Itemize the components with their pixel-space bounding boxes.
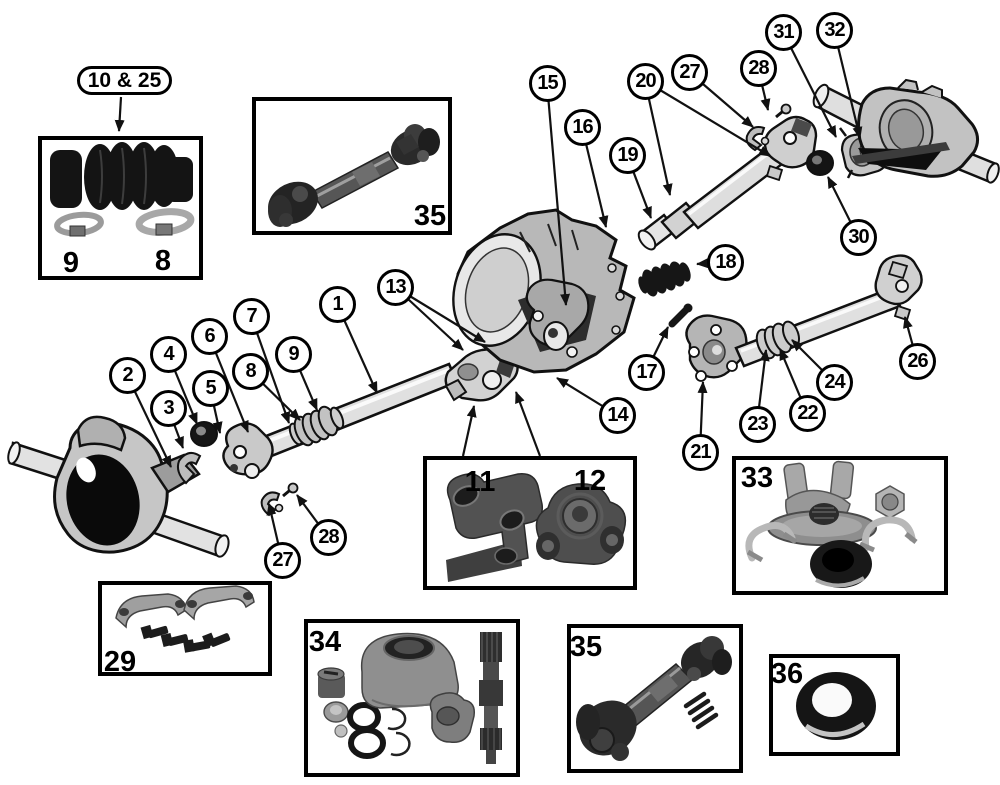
flange-bolt-illustration [668, 303, 693, 328]
output-shaft-kit-illustration [317, 632, 503, 764]
label-box-35-bottom: 35 [569, 631, 603, 663]
inset-pinion-yoke-kit-box [732, 456, 948, 595]
callout-10-and-25: 10 & 25 [77, 66, 172, 95]
inset-driveshaft-top-box [252, 97, 452, 235]
callout-15: 15 [529, 65, 566, 102]
front-driveshaft-photo-bottom [576, 636, 732, 761]
output-boot-illustration [638, 261, 691, 297]
callout-14: 14 [599, 397, 636, 434]
callout-30: 30 [840, 219, 877, 256]
callout-13: 13 [377, 269, 414, 306]
callout-19: 19 [609, 137, 646, 174]
callout-31: 31 [765, 14, 802, 51]
label-box-12: 12 [573, 465, 607, 497]
callout-17: 17 [628, 354, 665, 391]
callout-8: 8 [232, 353, 269, 390]
label-box-35-top: 35 [413, 200, 447, 232]
label-box-33: 33 [740, 462, 774, 494]
callout-32: 32 [816, 12, 853, 49]
callout-24: 24 [816, 364, 853, 401]
callout-23: 23 [739, 406, 776, 443]
yoke-pair-illustration [446, 473, 627, 582]
callout-22: 22 [789, 395, 826, 432]
callout-27-upper: 27 [671, 54, 708, 91]
ujoint-strap-bolt-illustration [260, 482, 299, 517]
inset-yoke-pair-box [423, 456, 637, 590]
callout-4: 4 [150, 336, 187, 373]
label-box-34: 34 [308, 626, 342, 658]
rear-axle-illustration [812, 78, 1000, 184]
callout-27-lower: 27 [264, 542, 301, 579]
callout-1: 1 [319, 286, 356, 323]
front-axle-illustration [7, 415, 230, 558]
callout-6: 6 [191, 318, 228, 355]
boot-kit-illustration [50, 142, 195, 237]
callout-7: 7 [233, 298, 270, 335]
callout-28-upper: 28 [740, 50, 777, 87]
callout-28-lower: 28 [310, 519, 347, 556]
rear-driveshaft-lower-illustration [685, 254, 923, 382]
callout-2: 2 [109, 357, 146, 394]
label-box-29: 29 [103, 646, 137, 678]
inset-driveshaft-bottom-box [567, 624, 743, 773]
callout-20: 20 [627, 63, 664, 100]
callout-3: 3 [150, 390, 187, 427]
transfer-case-illustration [452, 208, 636, 374]
strap-kit-illustration [115, 585, 255, 653]
inset-strap-kit-box [98, 581, 272, 676]
callout-21: 21 [682, 434, 719, 471]
callout-9: 9 [275, 336, 312, 373]
pinion-yoke-kit-illustration [745, 460, 918, 588]
axle-seal-illustration [190, 421, 218, 447]
inset-oil-seal-box [769, 654, 900, 756]
callout-16: 16 [564, 109, 601, 146]
front-driveshaft-illustration [222, 346, 519, 479]
label-box-36: 36 [770, 658, 804, 690]
label-clamp-8: 8 [154, 245, 172, 277]
label-box-11: 11 [464, 466, 496, 498]
callout-5: 5 [192, 370, 229, 407]
pinion-seal-illustration [806, 150, 834, 176]
oil-seal-illustration [796, 672, 876, 740]
callout-18: 18 [707, 244, 744, 281]
front-driveshaft-photo-top [268, 124, 440, 227]
rear-driveshaft-upper-illustration [637, 115, 818, 251]
inset-output-shaft-kit-box [304, 619, 520, 777]
label-clamp-9: 9 [62, 247, 80, 279]
callout-26: 26 [899, 343, 936, 380]
inset-boot-kit-box [38, 136, 203, 280]
